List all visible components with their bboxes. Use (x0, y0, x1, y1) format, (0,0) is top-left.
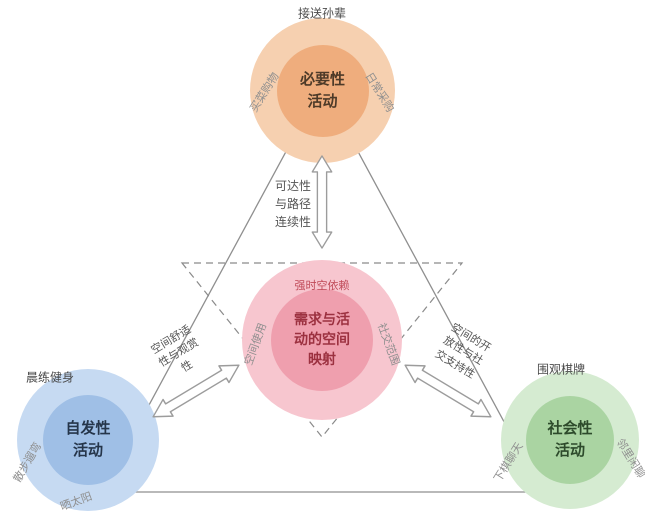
arrow-caption-accessibility: 可达性 与路径 连续性 (274, 179, 312, 229)
social-activities-circle: 社会性 活动 (501, 371, 639, 509)
spatial-mapping-label: 需求与活 动的空间 映射 (271, 289, 373, 391)
dependency-tag: 强时空依赖 (294, 279, 350, 292)
necessary-activities-label: 必要性 活动 (276, 44, 369, 137)
solid-triangle (100, 83, 544, 493)
necessary-activities-circle: 必要性 活动 (250, 18, 395, 163)
vertical-double-arrow (310, 155, 334, 249)
example-tag-exercise: 晨练健身 (25, 370, 75, 385)
spontaneous-activities-label: 自发性 活动 (43, 395, 133, 485)
spontaneous-activities-circle: 自发性 活动 (17, 369, 159, 511)
example-tag-grandchildren: 接送孙辈 (297, 6, 347, 21)
social-activities-label: 社会性 活动 (526, 396, 614, 484)
right-double-arrow (398, 354, 498, 427)
example-tag-chess: 围观棋牌 (536, 362, 586, 377)
spatial-mapping-circle: 需求与活 动的空间 映射 (242, 260, 402, 420)
left-double-arrow (146, 354, 246, 427)
